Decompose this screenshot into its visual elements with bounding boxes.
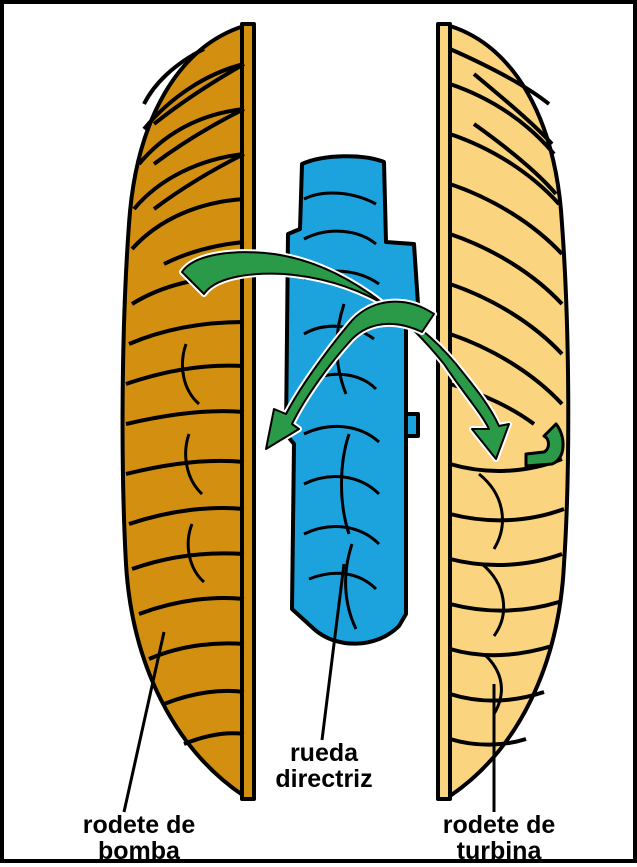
torque-converter-illustration bbox=[4, 4, 637, 867]
stator-label-line2: directriz bbox=[254, 766, 394, 792]
turbine-wheel-rim bbox=[438, 24, 450, 799]
turbine-wheel bbox=[438, 24, 568, 799]
pump-impeller-label: rodete de bomba bbox=[64, 812, 214, 864]
pump-label-line1: rodete de bbox=[64, 812, 214, 838]
stator-label-line1: rueda bbox=[254, 740, 394, 766]
stator-hub-tab bbox=[406, 414, 418, 436]
stator-label: rueda directriz bbox=[254, 740, 394, 792]
turbine-label-line2: turbina bbox=[429, 838, 569, 864]
turbine-label-line1: rodete de bbox=[429, 812, 569, 838]
turbine-label: rodete de turbina bbox=[429, 812, 569, 864]
pump-impeller bbox=[123, 24, 254, 799]
pump-label-line2: bomba bbox=[64, 838, 214, 864]
